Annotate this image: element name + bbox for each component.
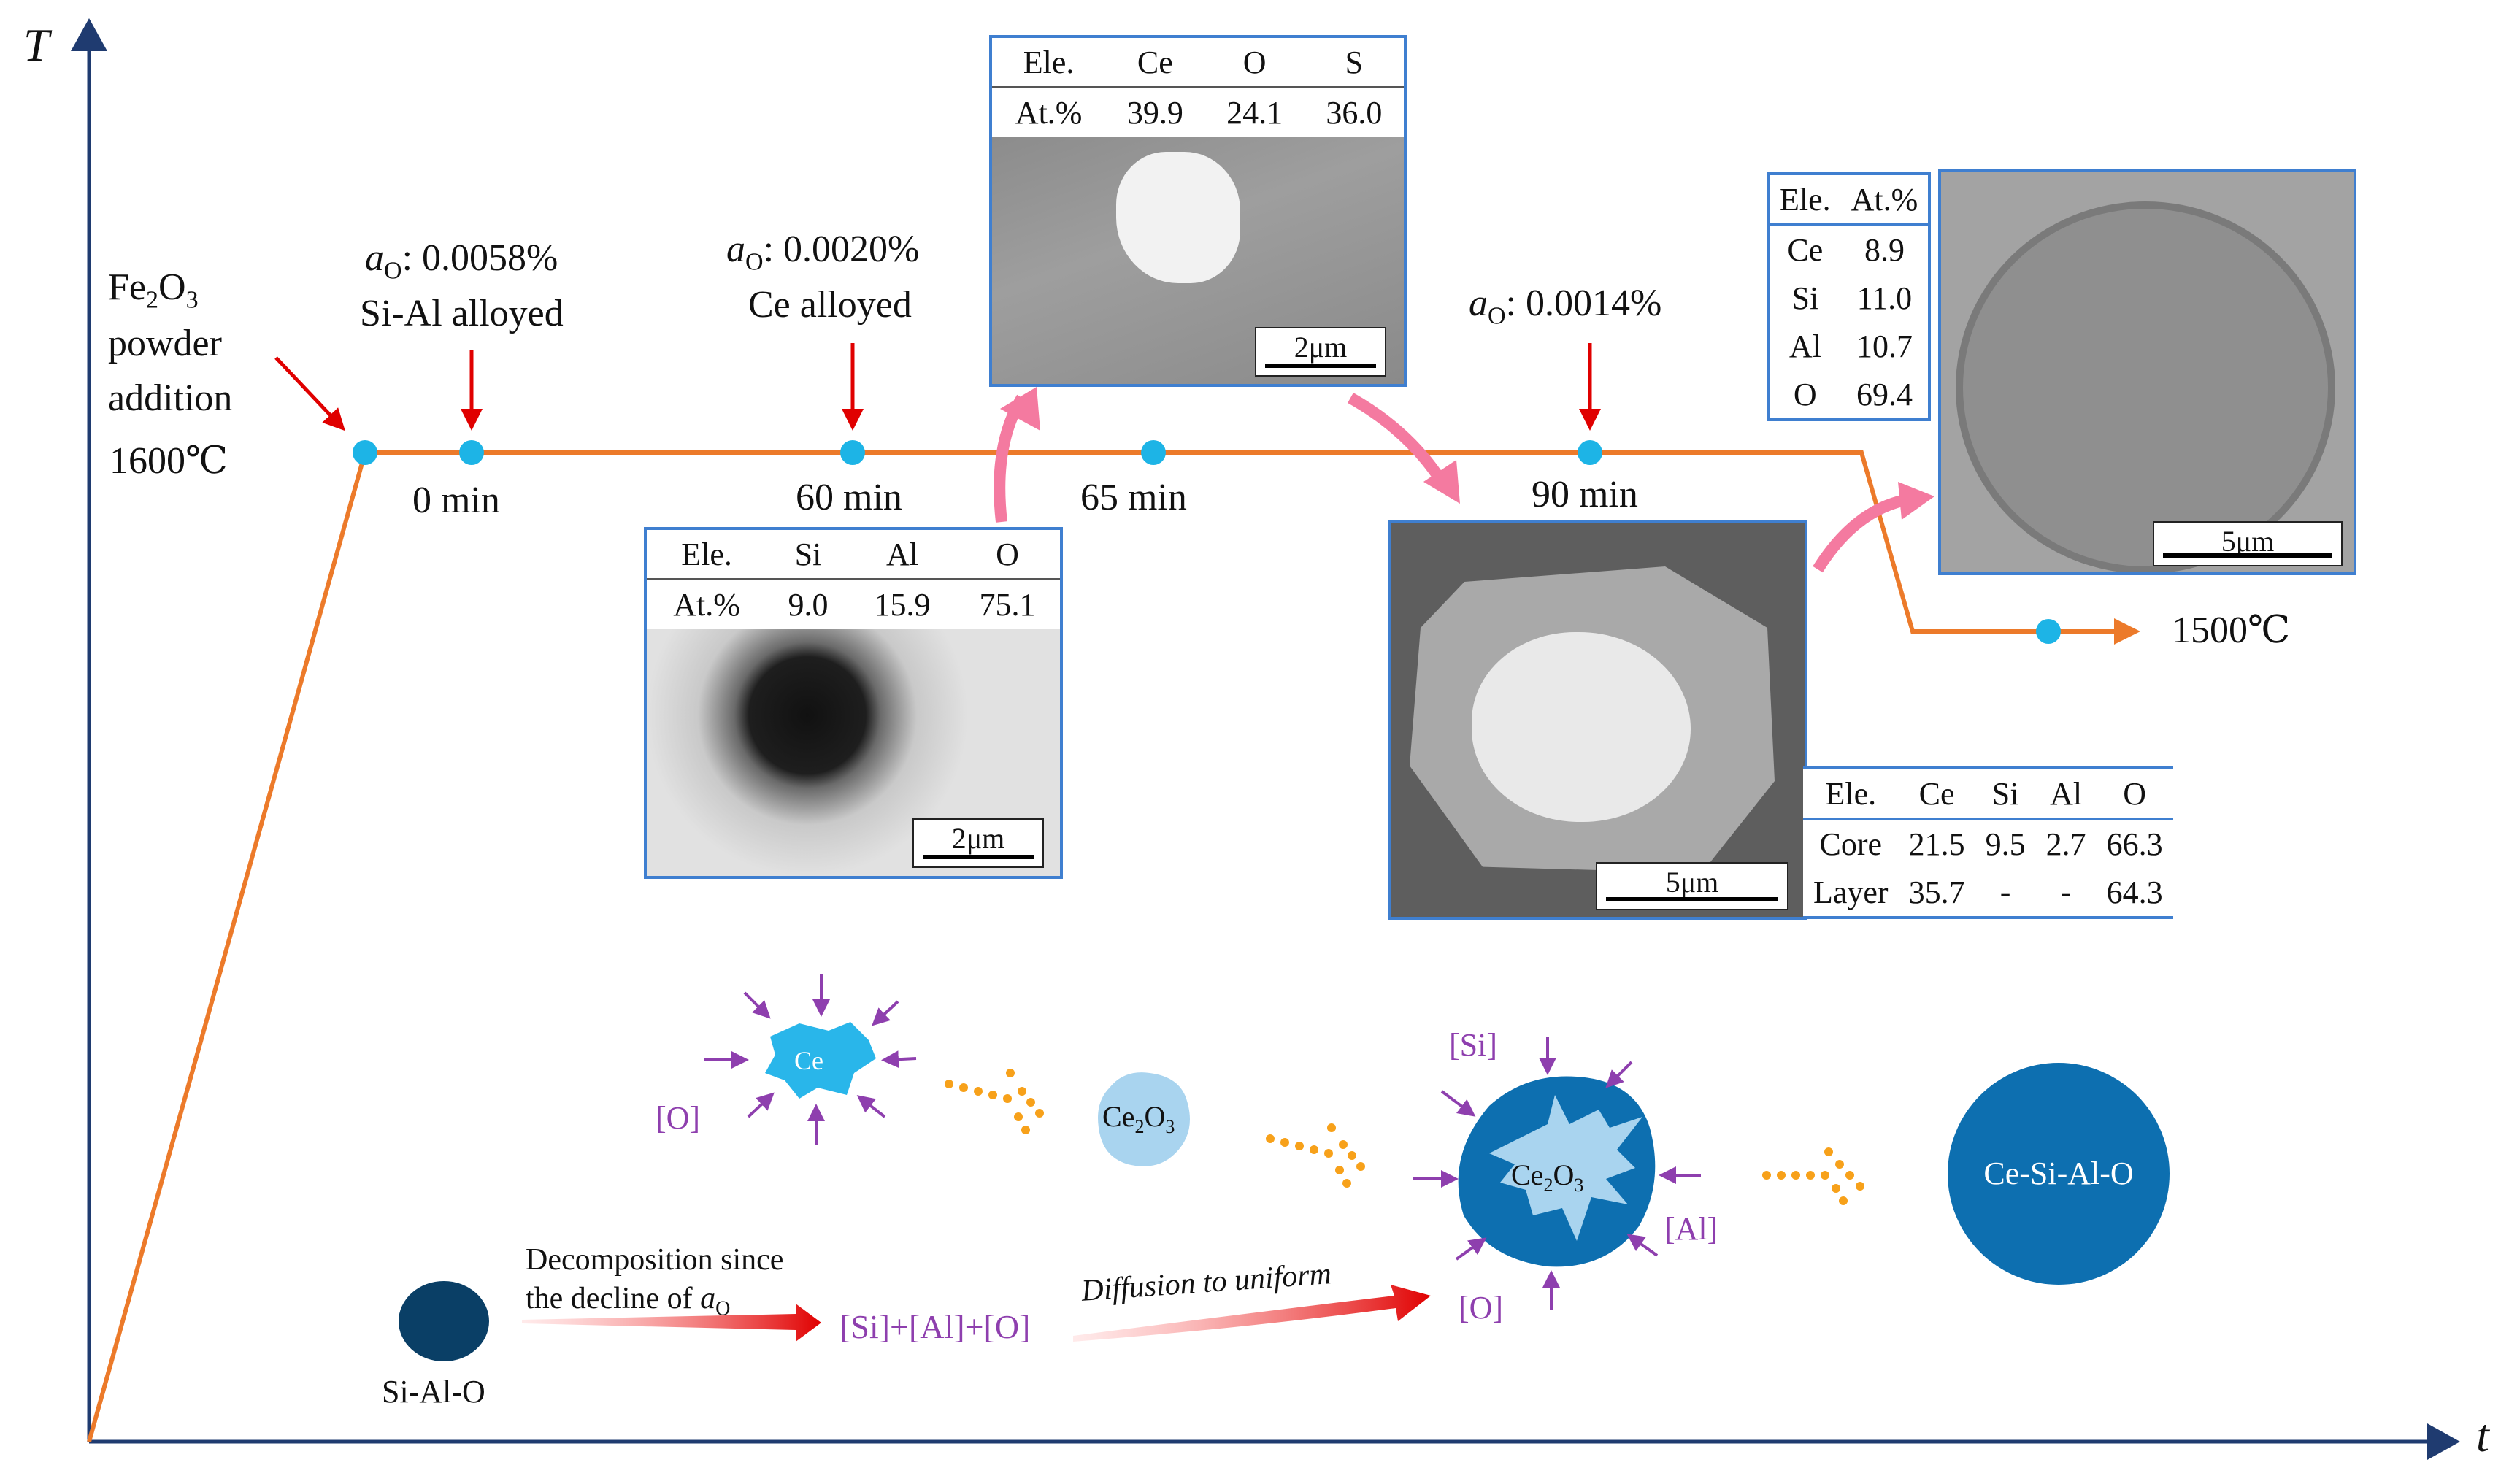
inset-core-shell: 5μm bbox=[1388, 520, 1807, 920]
sial-alloyed-label: Si-Al alloyed bbox=[360, 293, 564, 334]
x-axis-label: t bbox=[2476, 1410, 2489, 1461]
scale-bar-final: 5μm bbox=[2153, 521, 2343, 566]
timepoint-dot-90min bbox=[1578, 440, 1602, 465]
decomposition-arrow bbox=[522, 1304, 821, 1342]
time-label-65: 65 min bbox=[1080, 477, 1187, 518]
scale-bar-ce: 2μm bbox=[1255, 327, 1386, 377]
sialo-label: Si-Al-O bbox=[382, 1374, 485, 1410]
start-temp-label: 1600℃ bbox=[109, 440, 228, 482]
timepoint-dot-end bbox=[2036, 619, 2061, 644]
timepoint-dot-0min bbox=[459, 440, 484, 465]
ao-0058-label: aO: 0.0058% bbox=[365, 237, 558, 285]
scale-bar-core: 5μm bbox=[1596, 862, 1788, 910]
time-label-90: 90 min bbox=[1532, 474, 1638, 515]
fe2o3-powder-label: powder bbox=[108, 323, 222, 364]
time-label-60: 60 min bbox=[796, 477, 902, 518]
ce2o3-label: Ce2O3 bbox=[1102, 1100, 1175, 1137]
si-label: [Si] bbox=[1449, 1027, 1497, 1063]
diffusion-arrow bbox=[1073, 1285, 1431, 1342]
sialo-particle bbox=[399, 1281, 489, 1361]
scale-bar-sial: 2μm bbox=[912, 818, 1044, 868]
pink-arrow-3 bbox=[1813, 494, 1907, 573]
fe2o3-arrow bbox=[274, 356, 345, 431]
pink-arrow-3-head bbox=[1898, 482, 1934, 520]
inset-final: 5μm bbox=[1938, 169, 2356, 575]
fe2o3-addition-label: addition bbox=[108, 377, 233, 419]
al-label: [Al] bbox=[1664, 1211, 1718, 1247]
core-ce2o3-label: Ce2O3 bbox=[1511, 1158, 1584, 1196]
decomposition-label-1: Decomposition since bbox=[526, 1243, 784, 1277]
core-ce2o3 bbox=[1489, 1095, 1642, 1241]
timepoint-dot-start bbox=[353, 440, 377, 465]
ce-oxygen-label: [O] bbox=[656, 1100, 701, 1136]
final-particle bbox=[1948, 1063, 2170, 1285]
ao-0014-label: aO: 0.0014% bbox=[1469, 282, 1662, 330]
ce-label: Ce bbox=[794, 1046, 823, 1075]
sem-image-final bbox=[1941, 172, 2354, 572]
products-label: [Si]+[Al]+[O] bbox=[839, 1308, 1031, 1345]
o-label-core: [O] bbox=[1459, 1290, 1504, 1326]
ao-0020-label: aO: 0.0020% bbox=[726, 228, 920, 276]
timepoint-dot-60min bbox=[840, 440, 865, 465]
core-arrows bbox=[1413, 1037, 1701, 1310]
pink-arrow-1-head bbox=[1000, 387, 1040, 431]
pink-arrow-2-head bbox=[1423, 460, 1460, 504]
time-label-0: 0 min bbox=[412, 480, 500, 521]
sem-image-core-shell bbox=[1391, 523, 1805, 917]
y-axis-label: T bbox=[23, 19, 50, 71]
ce-droplet bbox=[765, 1022, 876, 1099]
orange-dotted-arrows bbox=[945, 1069, 1864, 1205]
temperature-profile bbox=[87, 450, 2140, 1442]
ce2o3-particle bbox=[1098, 1072, 1190, 1166]
ce-oxygen-arrows bbox=[704, 974, 917, 1145]
decomposition-label-2: the decline of aO bbox=[526, 1282, 731, 1320]
ce-alloyed-label: Ce alloyed bbox=[748, 284, 912, 326]
timepoint-dot-65min bbox=[1141, 440, 1166, 465]
pink-arrow-2 bbox=[1348, 393, 1447, 485]
fe2o3-label: Fe2O3 bbox=[108, 266, 199, 314]
end-temp-label: 1500℃ bbox=[2172, 610, 2291, 651]
final-label: Ce-Si-Al-O bbox=[1983, 1156, 2133, 1191]
